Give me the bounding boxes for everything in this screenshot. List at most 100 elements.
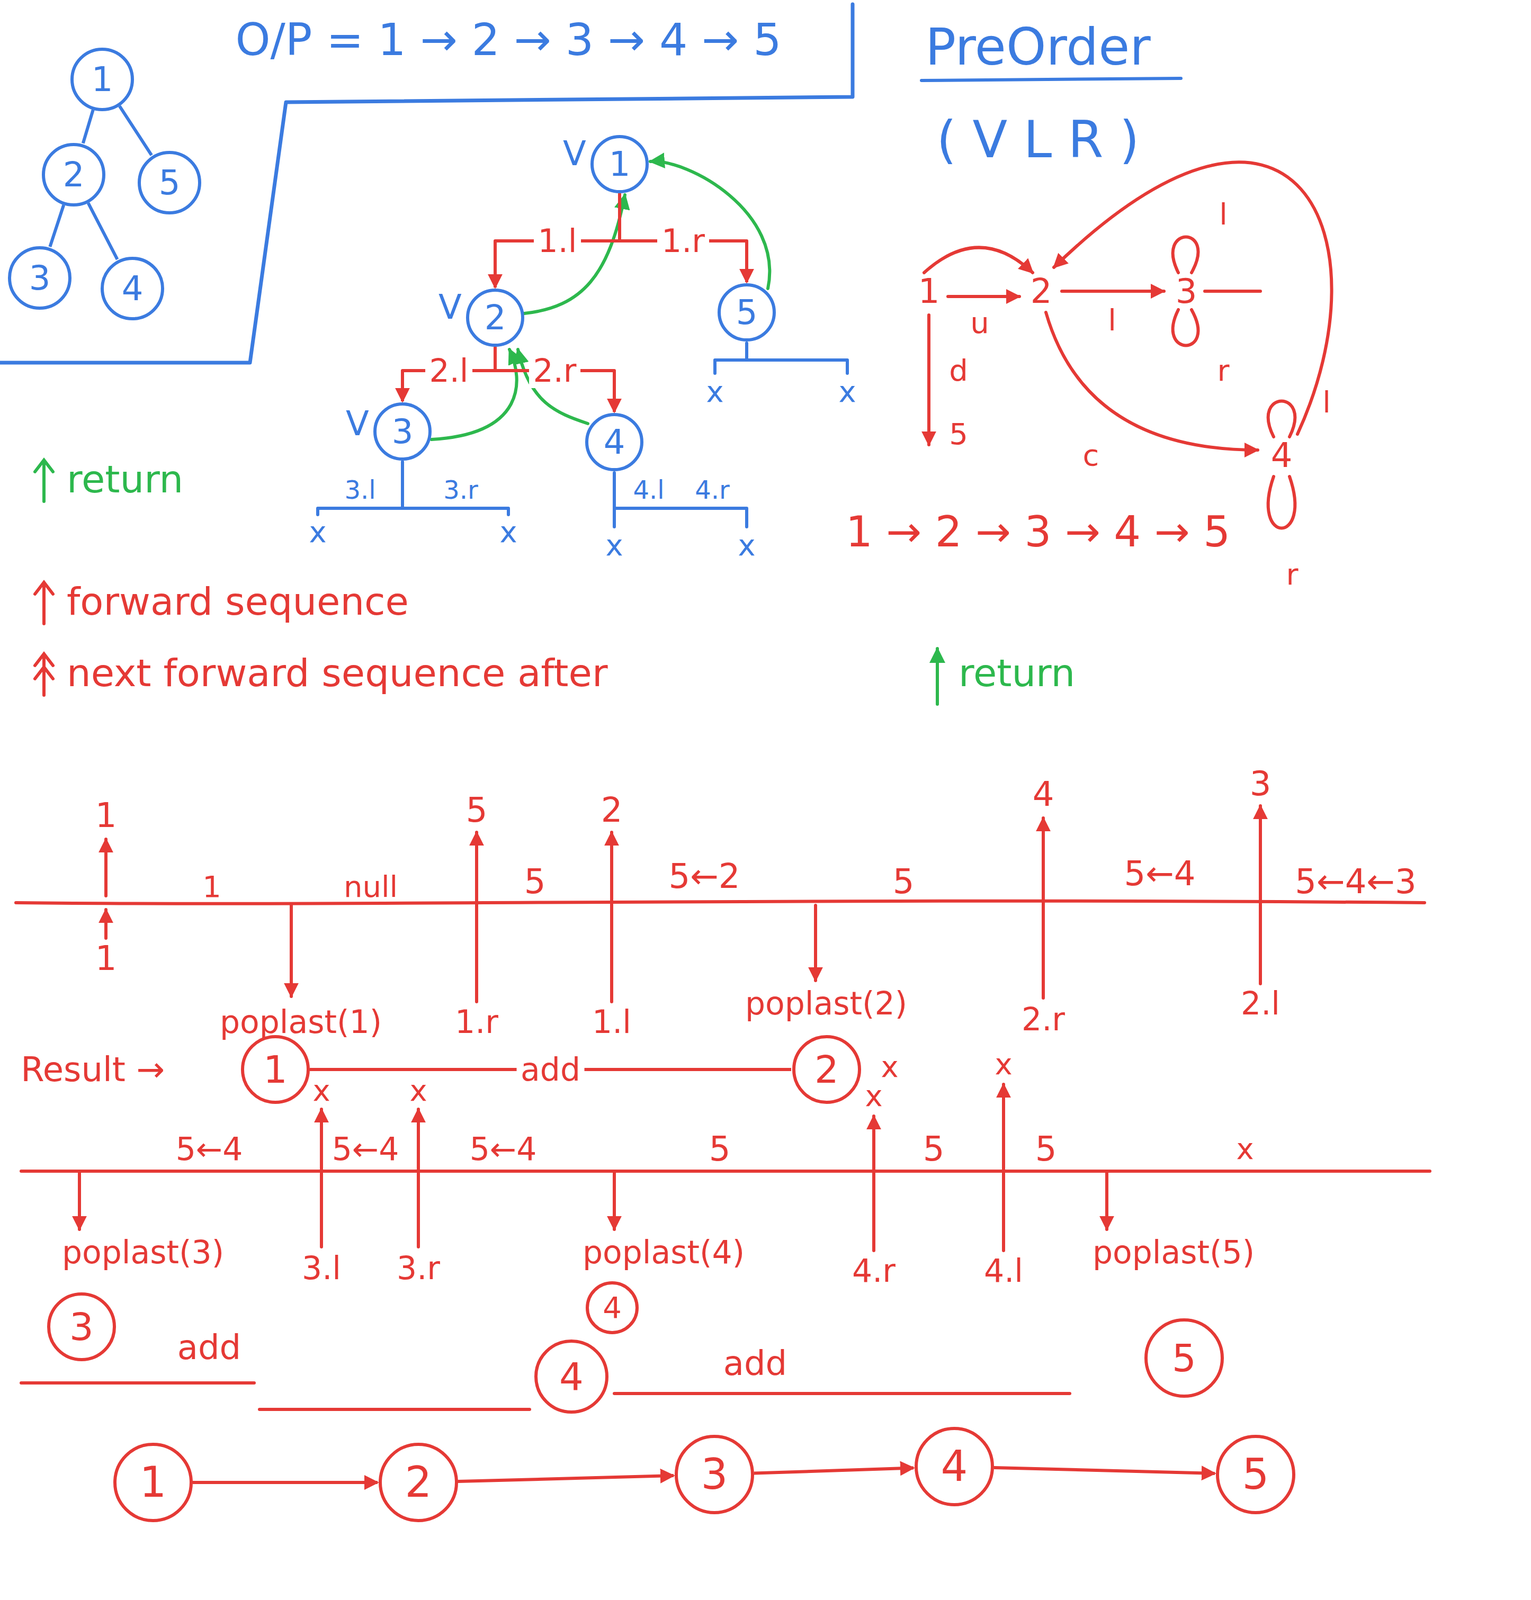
node-text: 5 [1171,1339,1197,1378]
note-label: 4.l [632,476,665,505]
node-text: 3 [69,1308,94,1347]
node-text: 2 [405,1461,433,1504]
connector [619,193,747,283]
note-label: 1.l [592,1004,632,1040]
node-circle: 5 [1144,1318,1224,1399]
note-label: x [312,1074,330,1108]
node-text: 4 [603,425,626,460]
note-label: 1 [918,272,940,310]
connector [119,105,152,156]
node-circle: 3 [47,1292,116,1362]
edge-label: 1.r [657,223,710,259]
note-label: 4.r [694,476,730,505]
note-label: x [499,515,517,549]
note-label: x [994,1048,1013,1081]
note-label: 5 [1035,1130,1058,1168]
note-label: u [970,306,990,340]
node-text: 4 [941,1445,969,1489]
note-label: add [177,1329,241,1367]
null-brackets [317,343,848,527]
connector [495,193,620,288]
legend-swatch [30,649,58,698]
node-circle: 3 [7,246,72,310]
node-text: 5 [158,165,181,200]
node-circle: 4 [914,1427,995,1507]
legend-arrow [34,460,53,502]
connector [49,204,64,247]
note-label: 2 [601,791,623,829]
note-label: 1 → 2 → 3 → 4 → 5 [845,508,1231,556]
note-label: r [1285,558,1298,592]
node-text: 3 [29,261,51,295]
note-label: poplast(3) [61,1234,225,1270]
connector [458,1475,674,1482]
note-label: O/P = 1 → 2 → 3 → 4 → 5 [235,15,782,65]
note-label: 4.l [983,1253,1024,1289]
note-label: r [1216,354,1230,388]
note-label: null [343,870,398,904]
note-label: l [1322,386,1331,419]
note-label: poplast(5) [1092,1234,1255,1270]
connector [402,346,496,402]
node-circle: 5 [1215,1435,1296,1515]
node-text: 1 [139,1461,167,1504]
note-label: l [1219,198,1228,231]
note-label: 5←4 [1123,855,1196,893]
note-label: 4 [1032,775,1055,813]
note-label: x [1236,1132,1254,1166]
note-label: poplast(2) [745,986,908,1022]
note-label: 1 [95,939,118,978]
edge-label: 2.l [425,353,473,389]
node-text: 4 [121,271,144,306]
note-label: V [438,288,462,326]
node-circle: 1 [590,135,649,194]
node-text: 3 [701,1453,729,1497]
note-label: 5 [466,791,488,829]
node-circle: 4 [534,1339,609,1414]
frame-line [0,4,853,363]
note-label: x [705,375,724,409]
note-label: 5←4 [332,1131,400,1167]
legend-text: return [66,458,184,501]
note-label: 3 [1249,765,1272,803]
note-label: V [562,135,587,173]
node-circle: 2 [466,288,525,347]
note-label: poplast(4) [582,1234,745,1270]
note-label: 5←4 [175,1131,244,1167]
node-circle: 1 [240,1035,310,1105]
note-label: 4 [1270,436,1293,474]
note-label: x [880,1050,899,1084]
timeline [15,806,1430,1410]
note-label: 5 [892,863,915,901]
connector [192,1481,378,1485]
legend-text: forward sequence [66,580,409,623]
node-circle: 3 [373,402,432,461]
note-label: 3.l [301,1250,342,1286]
note-label: PreOrder [925,19,1151,76]
connector [754,1468,914,1474]
note-label: x [409,1074,427,1108]
note-label: x [308,515,327,549]
return-arrows [431,161,938,705]
note-label: 5←4 [469,1131,537,1167]
legend-row: return [30,455,184,504]
note-label: x [605,529,623,562]
node-text: 1 [609,147,631,182]
node-circle: 3 [674,1435,755,1515]
underline [921,78,1181,81]
note-label: 2.r [1021,1001,1065,1037]
legend-text: next forward sequence after [66,652,608,695]
note-label: 5 [948,417,969,451]
legend-row: next forward sequence after [30,649,608,698]
legend-arrow [34,654,53,696]
note-label: 5 [709,1130,731,1168]
node-circle: 4 [585,1281,639,1335]
edge-label: 2.r [529,353,581,389]
note-label: x [838,375,856,409]
note-label: return [958,652,1076,695]
node-text: 4 [559,1357,584,1396]
edge-label: add [516,1052,585,1088]
node-circle: 2 [378,1443,459,1523]
note-label: x [864,1079,883,1113]
note-label: 2.l [1240,986,1280,1022]
